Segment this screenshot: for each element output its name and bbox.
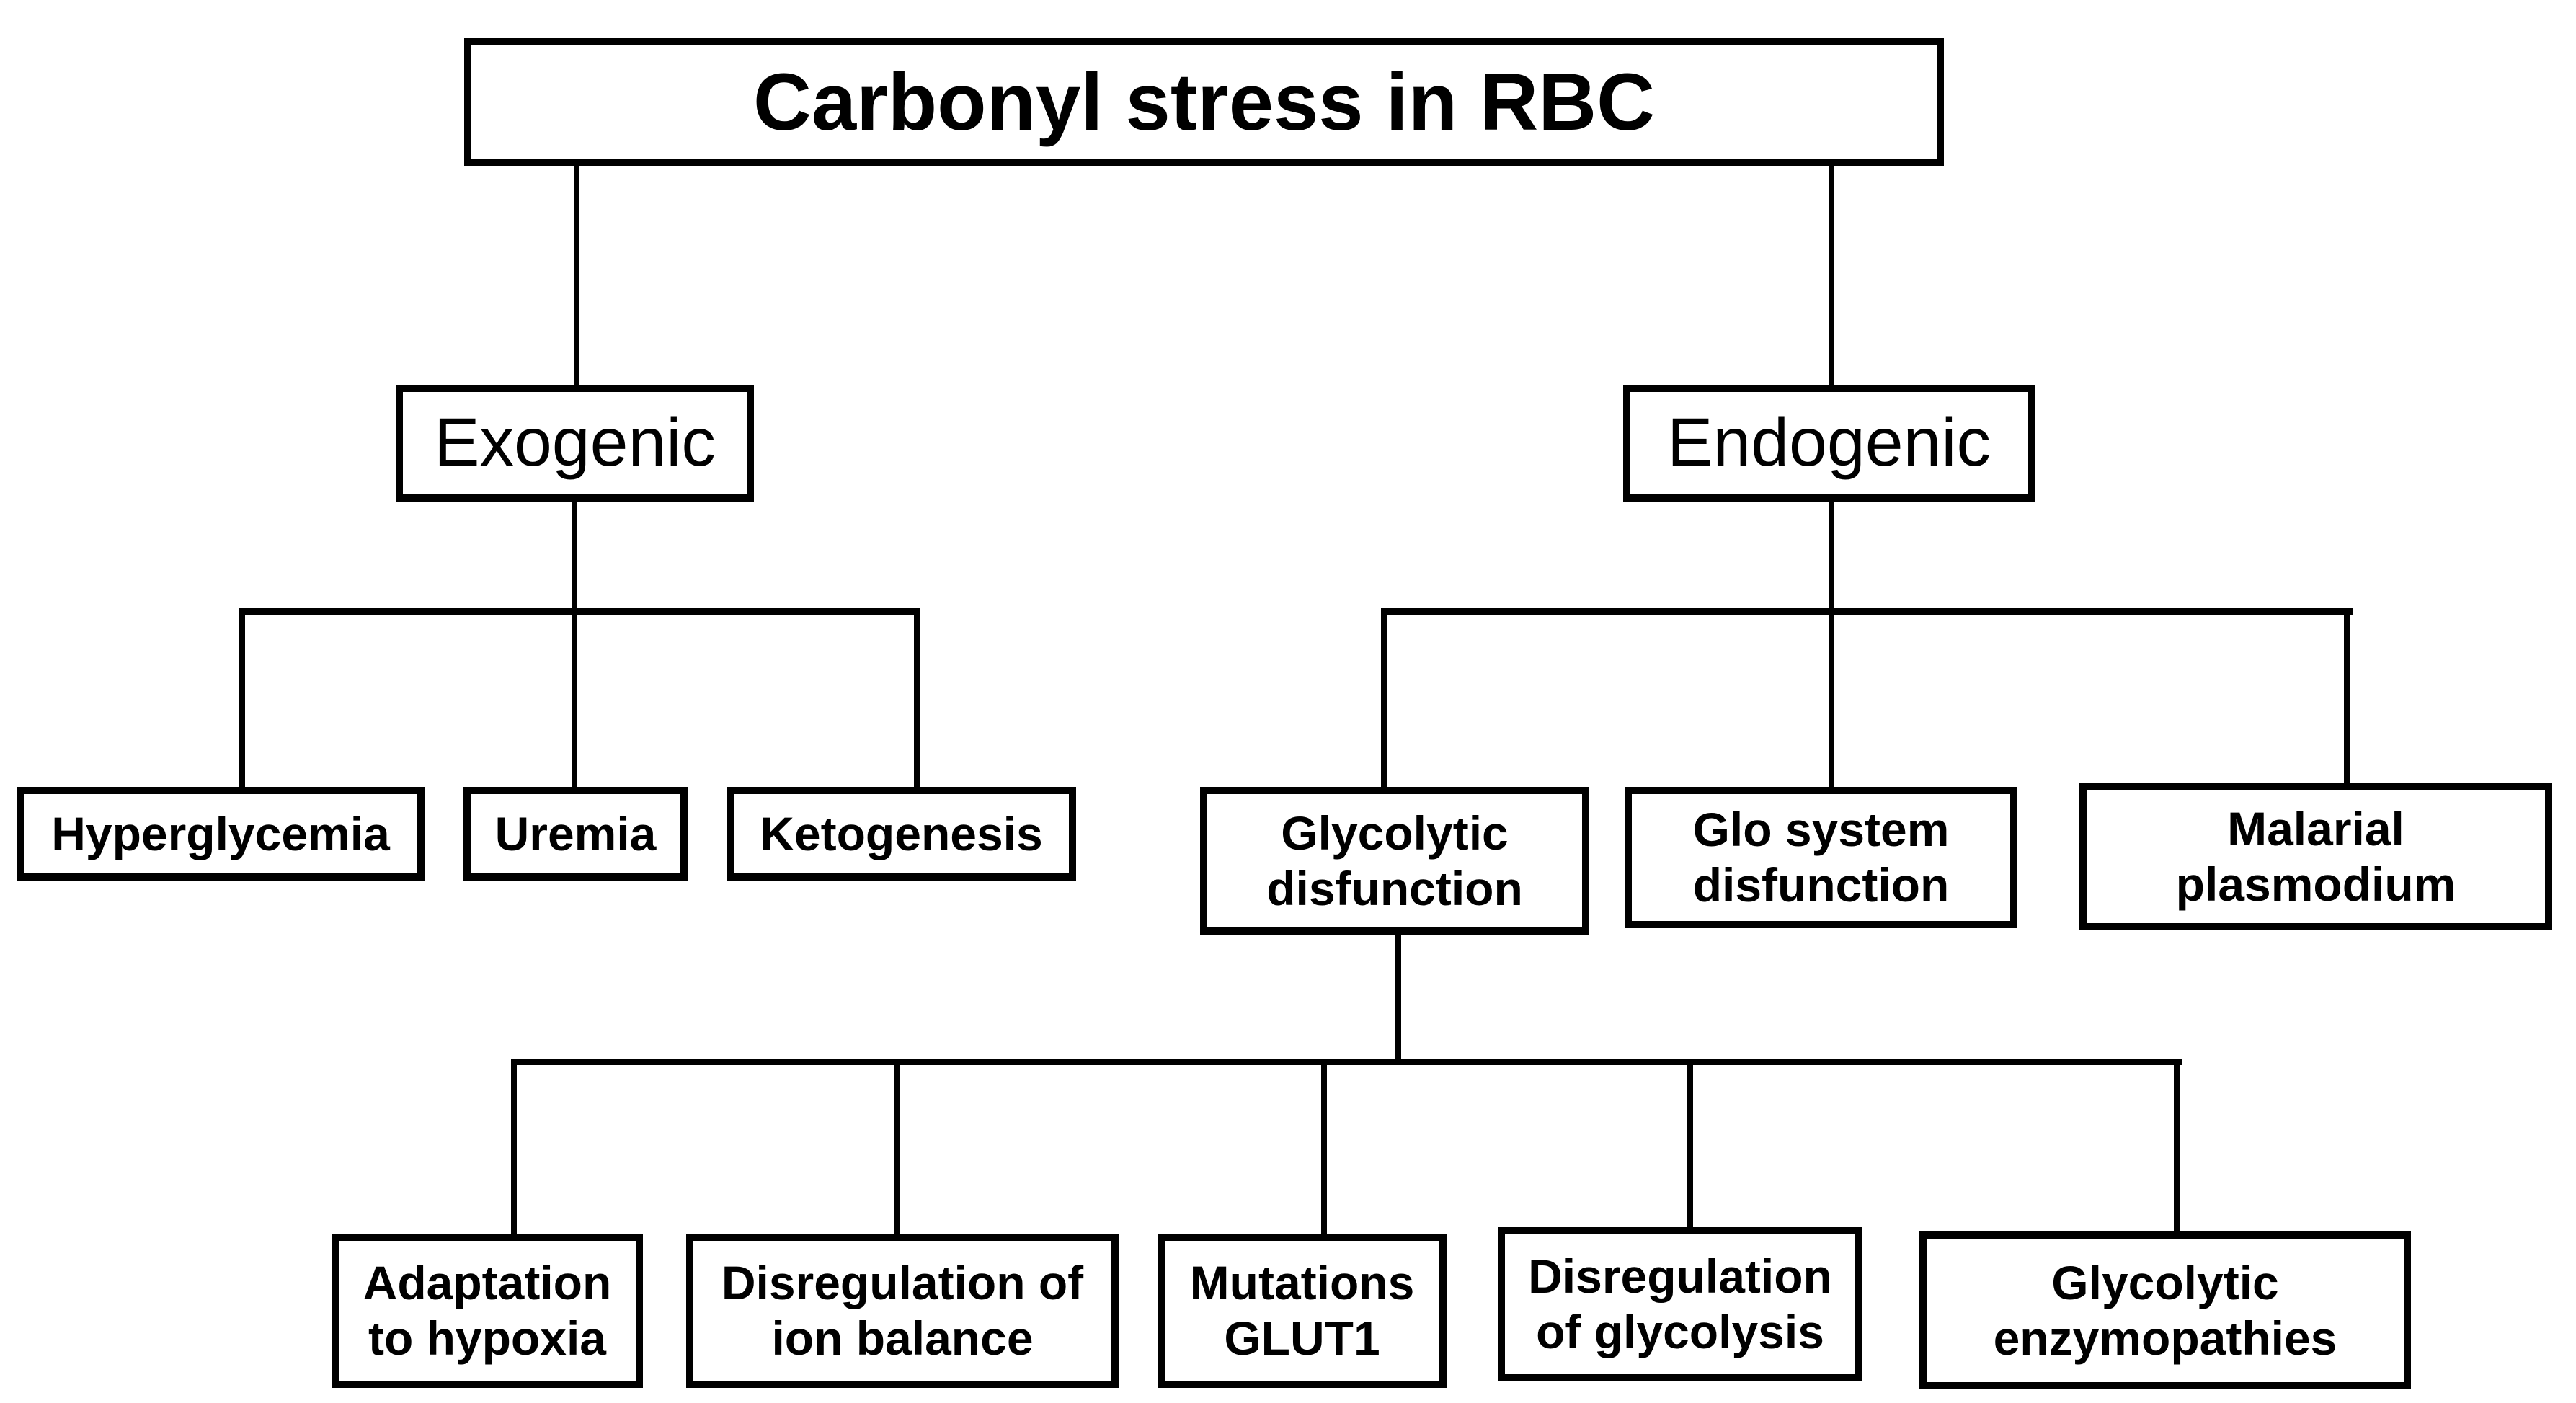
- node-label: Carbonyl stress in RBC: [753, 56, 1655, 147]
- connector-drop-ketogenesis: [914, 611, 920, 791]
- node-label-line-2: ion balance: [771, 1311, 1034, 1365]
- node-label-line-2: disfunction: [1266, 861, 1523, 915]
- node-disregulation-of-ion-balance: Disregulation of ion balance: [686, 1234, 1119, 1388]
- connector-drop-adaptation: [511, 1061, 517, 1238]
- node-carbonyl-stress-in-rbc: Carbonyl stress in RBC: [464, 38, 1944, 166]
- node-mutations-glut1: Mutations GLUT1: [1158, 1234, 1447, 1388]
- node-malarial-plasmodium: Malarial plasmodium: [2079, 783, 2552, 930]
- node-label: Endogenic: [1667, 404, 1991, 481]
- connector-endogenic-stem: [1829, 499, 1834, 791]
- node-label-line-1: Glycolytic: [1281, 806, 1509, 860]
- connector-drop-malarial-plasmodium: [2344, 611, 2350, 788]
- node-glycolytic-disfunction: Glycolytic disfunction: [1200, 787, 1589, 935]
- connector-drop-hyperglycemia: [239, 611, 245, 791]
- node-label-line-2: GLUT1: [1224, 1311, 1380, 1365]
- node-endogenic: Endogenic: [1623, 385, 2035, 502]
- connector-drop-glut1: [1321, 1061, 1327, 1238]
- node-uremia: Uremia: [463, 787, 688, 881]
- node-label: Exogenic: [434, 404, 716, 481]
- node-label: Uremia: [494, 806, 657, 860]
- node-hyperglycemia: Hyperglycemia: [17, 787, 425, 881]
- node-disregulation-of-glycolysis: Disregulation of glycolysis: [1498, 1227, 1862, 1381]
- node-label-line-1: Glo system: [1692, 803, 1950, 857]
- node-adaptation-to-hypoxia: Adaptation to hypoxia: [332, 1234, 643, 1388]
- connector-glycolytic-stem: [1395, 931, 1401, 1064]
- node-label-line-1: Malarial: [2227, 802, 2404, 856]
- node-label: Hyperglycemia: [51, 806, 390, 860]
- node-label-line-1: Adaptation: [363, 1256, 612, 1310]
- node-label-line-1: Disregulation of: [721, 1256, 1084, 1310]
- node-label-line-2: enzymopathies: [1993, 1311, 2337, 1365]
- connector-exogenic-stem: [572, 499, 577, 791]
- connector-drop-enzymopathies: [2174, 1061, 2180, 1236]
- connector-endogenic-bar: [1381, 608, 2353, 615]
- node-ketogenesis: Ketogenesis: [727, 787, 1076, 881]
- node-label-line-2: disfunction: [1692, 858, 1950, 912]
- node-label-line-1: Mutations: [1189, 1256, 1415, 1310]
- connector-drop-glycolysis: [1687, 1061, 1693, 1231]
- node-exogenic: Exogenic: [396, 385, 754, 502]
- node-label-line-2: to hypoxia: [368, 1311, 607, 1365]
- node-glo-system-disfunction: Glo system disfunction: [1625, 787, 2017, 928]
- node-label-line-1: Glycolytic: [2051, 1255, 2279, 1309]
- connector-glycolytic-bar: [511, 1059, 2182, 1065]
- node-label-line-2: plasmodium: [2175, 858, 2456, 911]
- node-label: Ketogenesis: [760, 806, 1043, 860]
- connector-drop-ion-balance: [894, 1061, 900, 1238]
- connector-root-to-endogenic: [1829, 160, 1834, 389]
- node-label-line-2: of glycolysis: [1536, 1305, 1824, 1358]
- node-label-line-1: Disregulation: [1528, 1250, 1832, 1304]
- connector-exogenic-bar: [239, 608, 920, 615]
- connector-drop-glycolytic-disfunction: [1381, 611, 1387, 791]
- node-glycolytic-enzymopathies: Glycolytic enzymopathies: [1919, 1231, 2411, 1389]
- connector-root-to-exogenic: [574, 160, 579, 389]
